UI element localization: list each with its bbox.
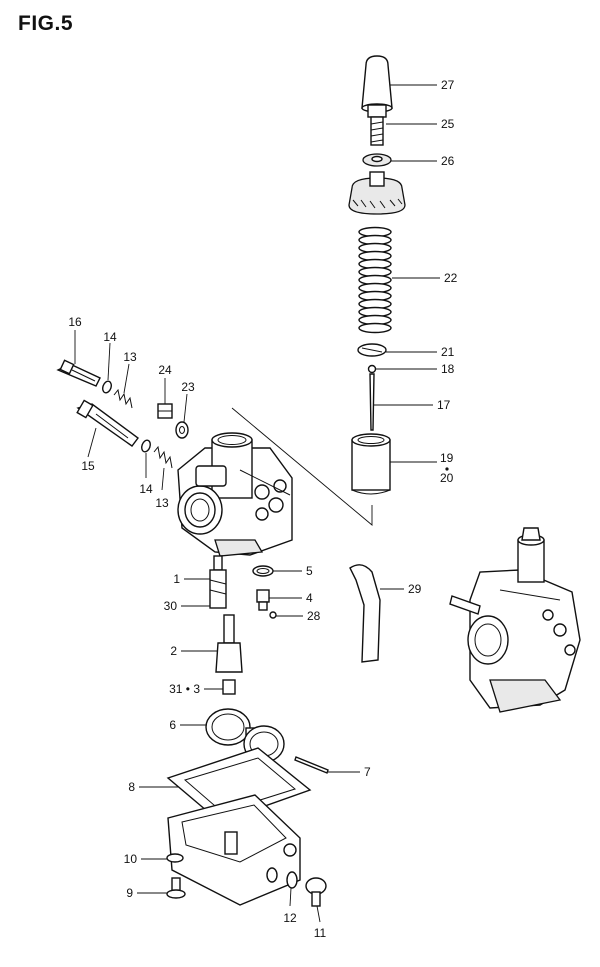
spring-13a	[113, 388, 133, 409]
throttle-stop-screw-15	[76, 399, 139, 447]
callout-10: 10	[124, 852, 138, 866]
callout-20: 20	[440, 471, 454, 485]
spring-seat-21	[357, 343, 387, 357]
callout-9: 9	[126, 886, 133, 900]
callout-31-3: 31 • 3	[169, 682, 200, 696]
callout-13a: 13	[123, 350, 137, 364]
gasket-8	[166, 747, 312, 823]
float-chamber-bowl	[167, 794, 301, 906]
cap-27	[361, 55, 393, 113]
callout-15: 15	[81, 459, 95, 473]
washer-12	[286, 871, 298, 889]
callout-13b: 13	[155, 496, 169, 510]
callout-labels: 2725262221181719201614132423151413529143…	[68, 78, 457, 940]
callout-12: 12	[283, 911, 297, 925]
callout-29: 29	[408, 582, 422, 596]
callout-4: 4	[306, 591, 313, 605]
callout-28: 28	[307, 609, 321, 623]
assembled-carburetor-view	[449, 527, 581, 713]
callout-1: 1	[173, 572, 180, 586]
callout-6: 6	[169, 718, 176, 732]
plug-24	[157, 403, 173, 419]
callout-19: 19	[440, 451, 454, 465]
o-ring-5	[252, 565, 274, 577]
callout-18: 18	[441, 362, 455, 376]
callout-14a: 14	[103, 330, 117, 344]
float-pin-7	[294, 756, 329, 774]
callout-21: 21	[441, 345, 455, 359]
o-ring-14a	[102, 380, 112, 394]
callout-27: 27	[441, 78, 455, 92]
figure-title: FIG.5	[18, 12, 74, 35]
throttle-valve-19	[351, 433, 391, 495]
callout-25: 25	[441, 117, 455, 131]
callout-23: 23	[181, 380, 195, 394]
throttle-spring-22	[358, 226, 392, 334]
drain-screw-11	[305, 877, 327, 907]
assembly-guide-lines	[231, 407, 373, 526]
spring-13b	[153, 445, 173, 469]
callout-7: 7	[364, 765, 371, 779]
o-ring-14b	[141, 439, 151, 453]
mixing-chamber-top	[348, 171, 406, 215]
washer-23	[175, 421, 189, 439]
callout-2: 2	[170, 644, 177, 658]
callout-26: 26	[441, 154, 455, 168]
clip-28	[269, 611, 277, 619]
callout-separator-dot	[445, 467, 449, 471]
leader-lines	[74, 84, 440, 923]
callout-16: 16	[68, 315, 82, 329]
callout-8: 8	[128, 780, 135, 794]
washer-10	[166, 853, 184, 863]
needle-valve-2	[215, 614, 243, 673]
callout-30: 30	[164, 599, 178, 613]
carburetor-body	[177, 432, 293, 557]
adjuster-screw-25	[367, 104, 387, 146]
screw-9	[166, 877, 186, 899]
clip-18	[367, 364, 377, 374]
pilot-air-screw-16	[56, 359, 101, 387]
callout-17: 17	[437, 398, 451, 412]
pilot-jet-4	[256, 589, 270, 611]
callout-24: 24	[158, 363, 172, 377]
main-jet-31-3	[222, 679, 236, 695]
callout-11: 11	[314, 926, 327, 940]
callout-22: 22	[444, 271, 458, 285]
jet-needle-17	[369, 373, 375, 431]
lock-nut-26	[362, 153, 392, 167]
callout-5: 5	[306, 564, 313, 578]
needle-jet-1	[209, 555, 227, 609]
drain-hose-29	[349, 564, 381, 663]
callout-14b: 14	[139, 482, 153, 496]
